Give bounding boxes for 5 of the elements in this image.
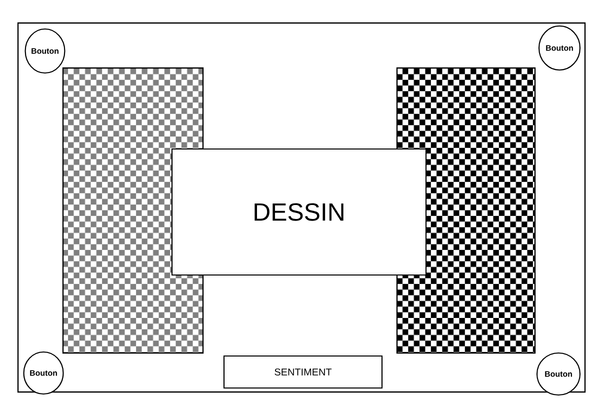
checkered-panel — [396, 67, 536, 354]
page-frame — [17, 22, 586, 393]
label-box: SENTIMENT — [223, 355, 383, 389]
label-box: DESSIN — [171, 148, 427, 276]
checkered-panel — [62, 67, 204, 354]
